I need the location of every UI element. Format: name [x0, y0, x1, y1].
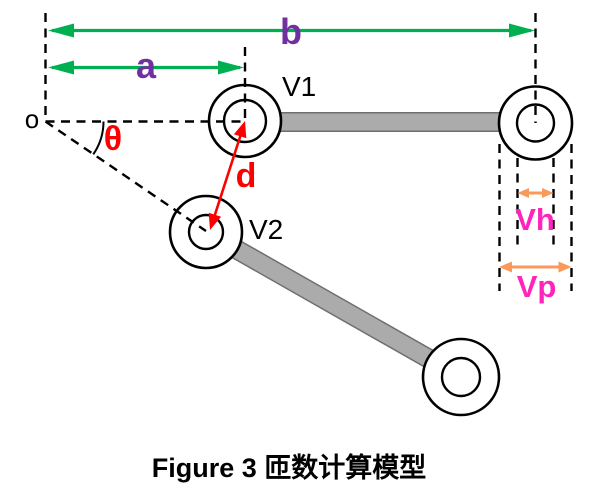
vh-arrowhead-right	[542, 188, 554, 198]
dim-a-arrowhead-left	[48, 60, 74, 75]
theta-arc	[92, 121, 105, 155]
d-arrow-line	[213, 133, 243, 217]
pulleys	[168, 83, 574, 417]
link-bars	[201, 112, 534, 386]
dim-b-label: b	[280, 11, 302, 52]
d-label: d	[236, 157, 257, 195]
labels: o θ a b d V1 V2 Vh Vp Figure 3 匝数计算模型	[25, 11, 557, 483]
vp-arrowhead-right	[558, 261, 572, 273]
dim-b-arrowhead-right	[509, 23, 535, 38]
dimension-arrows-green	[48, 23, 535, 75]
distance-arrow-red	[208, 121, 247, 230]
width-arrows-orange	[499, 188, 572, 273]
pulley-v1-label: V1	[282, 71, 316, 102]
vp-arrowhead-left	[499, 261, 512, 273]
d-arrowhead-bottom	[208, 212, 222, 230]
theta-label: θ	[104, 120, 122, 158]
vp-label: Vp	[517, 269, 557, 304]
dim-b-arrowhead-left	[48, 23, 74, 38]
vh-label: Vh	[515, 202, 555, 237]
origin-label: o	[25, 104, 39, 134]
pulley-v2-label: V2	[249, 214, 283, 245]
d-arrowhead-top	[233, 121, 247, 139]
pulley-bottom-hub	[440, 356, 482, 398]
dim-a-label: a	[136, 45, 157, 86]
dim-a-arrowhead-right	[218, 60, 244, 75]
construction-line-diagonal	[44, 120, 207, 232]
figure-caption: Figure 3 匝数计算模型	[152, 452, 427, 483]
link-bar-diagonal	[201, 224, 466, 385]
pulley-right-hub	[515, 103, 556, 143]
vh-arrowhead-left	[517, 188, 529, 198]
construction-lines	[44, 13, 573, 291]
